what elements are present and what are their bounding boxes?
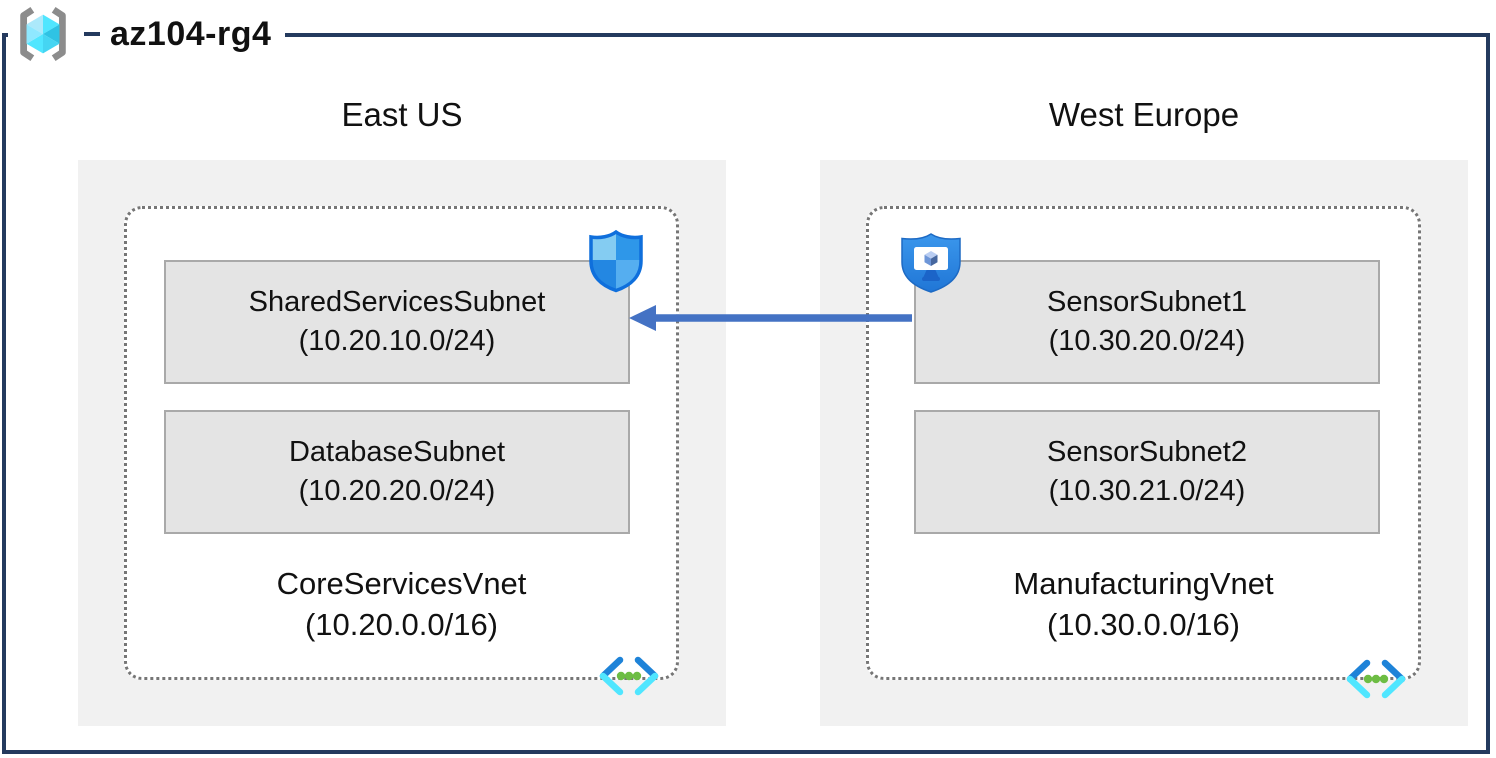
subnet-sensor1: SensorSubnet1 (10.30.20.0/24) <box>914 260 1380 384</box>
vnet-name: CoreServicesVnet <box>276 566 527 601</box>
frame-line-dash <box>84 32 100 36</box>
region-title: West Europe <box>1048 96 1240 133</box>
subnet-cidr: (10.30.20.0/24) <box>1048 325 1246 357</box>
peering-arrow <box>629 305 912 331</box>
region-box: SharedServicesSubnet (10.20.10.0/24) Dat… <box>78 160 726 726</box>
resource-group-title: az104-rg4 <box>8 4 286 64</box>
region-west-europe: West Europe SensorSubnet1 (10.30.20.0/24… <box>820 85 1468 726</box>
subnet-cidr: (10.20.20.0/24) <box>298 475 496 507</box>
subnet-sharedservices: SharedServicesSubnet (10.20.10.0/24) <box>164 260 630 384</box>
subnet-name: SharedServicesSubnet <box>248 286 546 318</box>
vnet-label: CoreServicesVnet (10.20.0.0/16) <box>127 563 676 645</box>
vnet-label: ManufacturingVnet (10.30.0.0/16) <box>869 563 1418 645</box>
vnet-cidr: (10.20.0.0/16) <box>304 607 499 642</box>
resource-group-frame <box>2 33 1490 754</box>
vnet-manufacturing: SensorSubnet1 (10.30.20.0/24) SensorSubn… <box>866 206 1421 699</box>
subnet-sensor2: SensorSubnet2 (10.30.21.0/24) <box>914 410 1380 534</box>
virtual-network-icon <box>1346 659 1406 699</box>
subnet-name: SensorSubnet2 <box>1047 436 1247 468</box>
vnet-coreservices: SharedServicesSubnet (10.20.10.0/24) Dat… <box>124 206 679 696</box>
network-security-group-icon <box>589 229 643 293</box>
vnet-cidr: (10.30.0.0/16) <box>1046 607 1241 642</box>
resource-group-name: az104-rg4 <box>110 14 272 53</box>
vnet-name: ManufacturingVnet <box>1013 566 1274 601</box>
subnet-database: DatabaseSubnet (10.20.20.0/24) <box>164 410 630 534</box>
subnet-cidr: (10.20.10.0/24) <box>298 325 496 357</box>
region-title: East US <box>341 96 463 133</box>
subnet-cidr: (10.30.21.0/24) <box>1048 475 1246 507</box>
region-east-us: East US SharedServicesSubnet (10.20.10.0… <box>78 85 726 726</box>
subnet-name: SensorSubnet1 <box>1047 286 1247 318</box>
application-security-group-icon <box>901 233 961 293</box>
region-box: SensorSubnet1 (10.30.20.0/24) SensorSubn… <box>820 160 1468 726</box>
resource-group-icon <box>20 6 66 62</box>
virtual-network-icon <box>599 656 659 696</box>
subnet-name: DatabaseSubnet <box>288 436 506 468</box>
